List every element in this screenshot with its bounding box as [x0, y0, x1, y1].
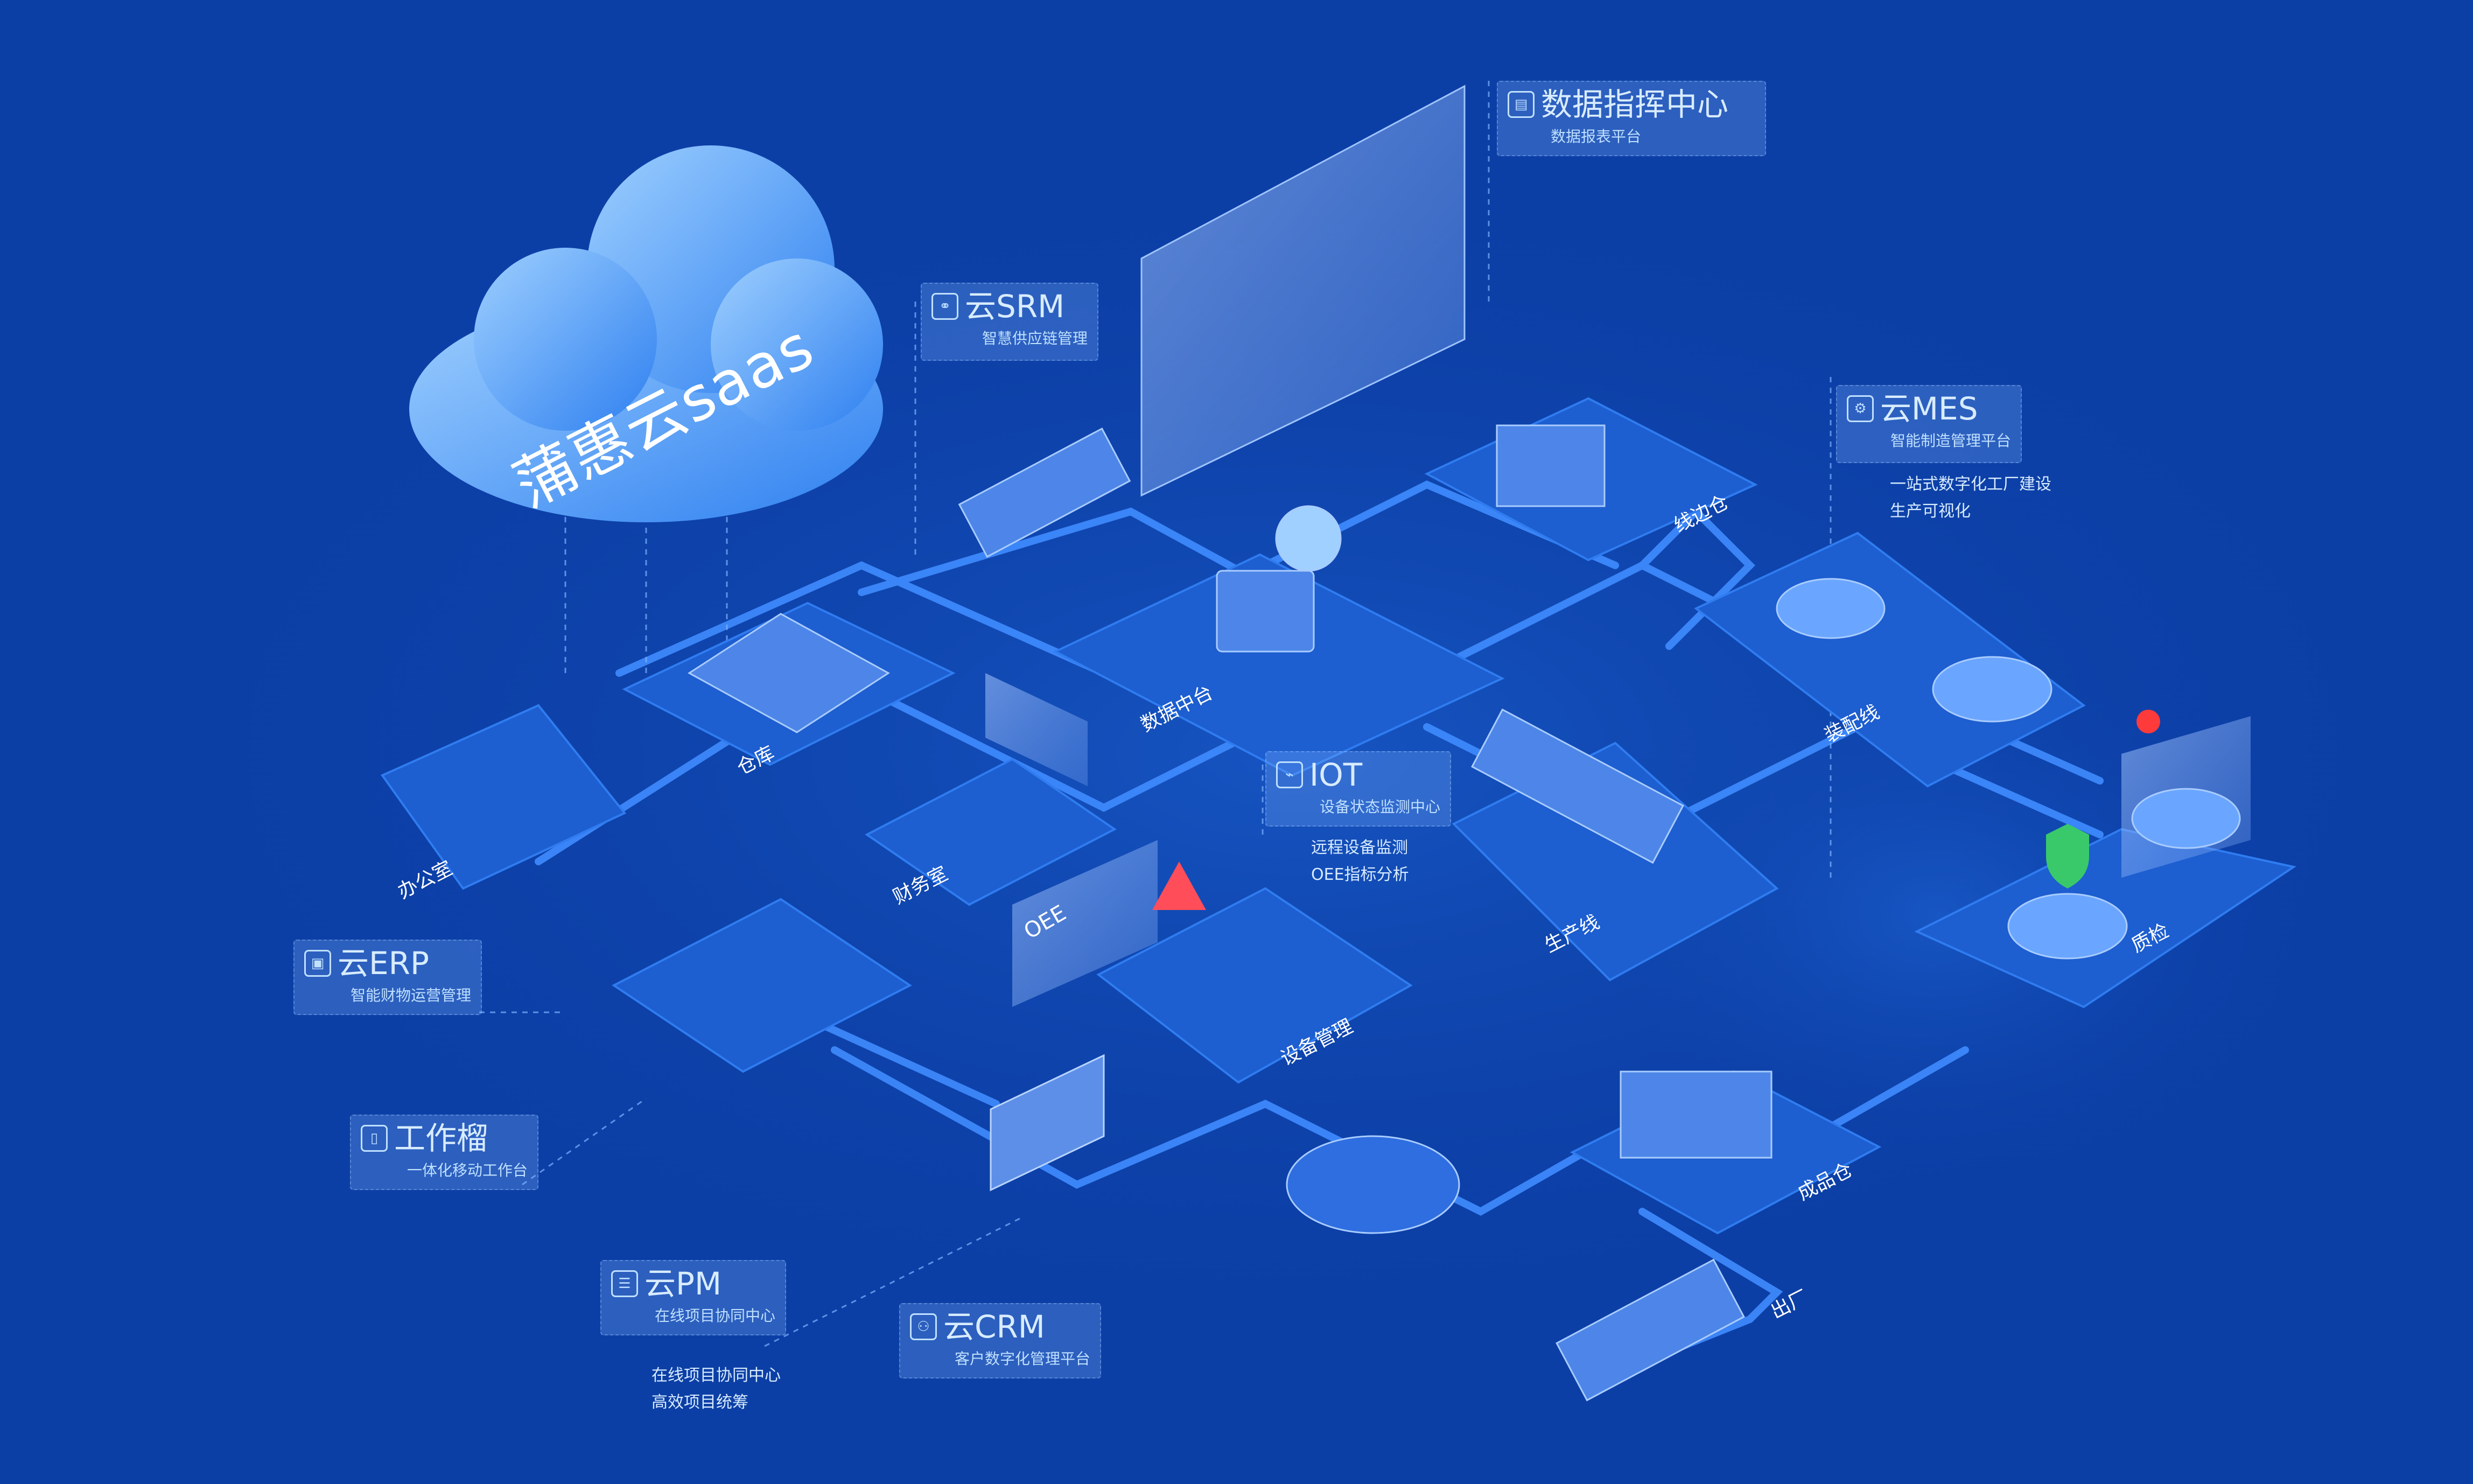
module-erp[interactable]: ▣ 云ERP 智能财物运营管理: [293, 940, 482, 1015]
module-title: 工作榴: [394, 1120, 488, 1157]
module-crm[interactable]: ⚇云CRM 客户数字化管理平台: [899, 1303, 1101, 1378]
module-subtitle: 在线项目协同中心: [654, 1307, 775, 1325]
truck-top: [958, 427, 1131, 558]
module-title: 云ERP: [338, 945, 429, 982]
shelf-unit: [1496, 424, 1606, 507]
oee-screen: [1012, 840, 1158, 1007]
mes-note: 生产可视化: [1890, 502, 1971, 521]
module-title: IOT: [1309, 757, 1363, 793]
module-title: 云MES: [1880, 390, 1978, 427]
pm-note: 高效项目统筹: [651, 1393, 748, 1412]
module-title: 云PM: [644, 1265, 722, 1302]
pm-notes: 在线项目协同中心 高效项目统筹: [651, 1362, 781, 1416]
customer-icon: ⚇: [910, 1313, 937, 1340]
project-icon: ☰: [611, 1270, 638, 1297]
iot-note: 远程设备监测: [1311, 838, 1408, 857]
mobile-icon: ▯: [361, 1125, 388, 1152]
mes-notes: 一站式数字化工厂建设 生产可视化: [1890, 471, 2051, 525]
scene-objects: [688, 424, 2241, 1402]
tile-finance: [865, 758, 1117, 906]
module-subtitle: 一体化移动工作台: [407, 1161, 528, 1179]
shield-icon: [2046, 824, 2089, 888]
alarm-light: [2136, 710, 2160, 733]
iot-notes: 远程设备监测 OEE指标分析: [1311, 835, 1409, 888]
truck-bottom: [1556, 1258, 1745, 1402]
mes-note: 一站式数字化工厂建设: [1890, 475, 2051, 494]
tile-office: [380, 704, 627, 890]
server-block: [1216, 570, 1315, 653]
warning-icon: [1152, 862, 1206, 910]
monitor-screen: [990, 1054, 1105, 1192]
car: [1776, 578, 1886, 639]
module-subtitle: 数据报表平台: [1551, 128, 1642, 145]
module-mes[interactable]: ⚙云MES 智能制造管理平台: [1836, 385, 2022, 463]
manufacturing-icon: ⚙: [1847, 395, 1874, 422]
meeting-platform: [1286, 1135, 1460, 1234]
car: [2131, 788, 2241, 849]
warehouse-building: [688, 613, 890, 733]
finished-building: [1620, 1070, 1773, 1159]
pm-note: 在线项目协同中心: [651, 1366, 781, 1385]
module-subtitle: 智慧供应链管理: [982, 330, 1088, 347]
erp-icon: ▣: [304, 950, 331, 977]
module-subtitle: 智能财物运营管理: [350, 986, 471, 1004]
module-subtitle: 智能制造管理平台: [1890, 432, 2011, 450]
tile-erp-hub: [612, 898, 912, 1073]
tile-data-platform: [1053, 553, 1505, 777]
module-work[interactable]: ▯工作榴 一体化移动工作台: [350, 1115, 538, 1190]
module-command-center[interactable]: ▤数据指挥中心 数据报表平台: [1497, 81, 1766, 156]
module-title: 云CRM: [943, 1308, 1045, 1345]
module-title: 云SRM: [965, 288, 1065, 325]
report-icon: ▤: [1508, 91, 1535, 118]
supply-chain-icon: ⚭: [931, 293, 958, 320]
module-iot[interactable]: ⌁IOT 设备状态监测中心: [1265, 751, 1451, 827]
iot-note: OEE指标分析: [1311, 865, 1409, 884]
conveyor: [1471, 708, 1684, 864]
data-core: [1275, 505, 1342, 572]
iot-icon: ⌁: [1276, 761, 1303, 788]
car: [1932, 656, 2052, 723]
tile-equipment: [1096, 887, 1413, 1084]
connection-line: [615, 561, 1108, 677]
command-screen: [1140, 85, 1466, 497]
module-subtitle: 设备状态监测中心: [1319, 798, 1440, 816]
module-srm[interactable]: ⚭ 云SRM 智慧供应链管理: [921, 283, 1098, 361]
car: [2007, 893, 2128, 960]
module-subtitle: 客户数字化管理平台: [954, 1350, 1090, 1368]
cloud-shape: [409, 145, 883, 522]
finance-screen: [985, 673, 1088, 786]
module-title: 数据指挥中心: [1541, 86, 1729, 123]
module-pm[interactable]: ☰云PM 在线项目协同中心: [600, 1260, 786, 1335]
